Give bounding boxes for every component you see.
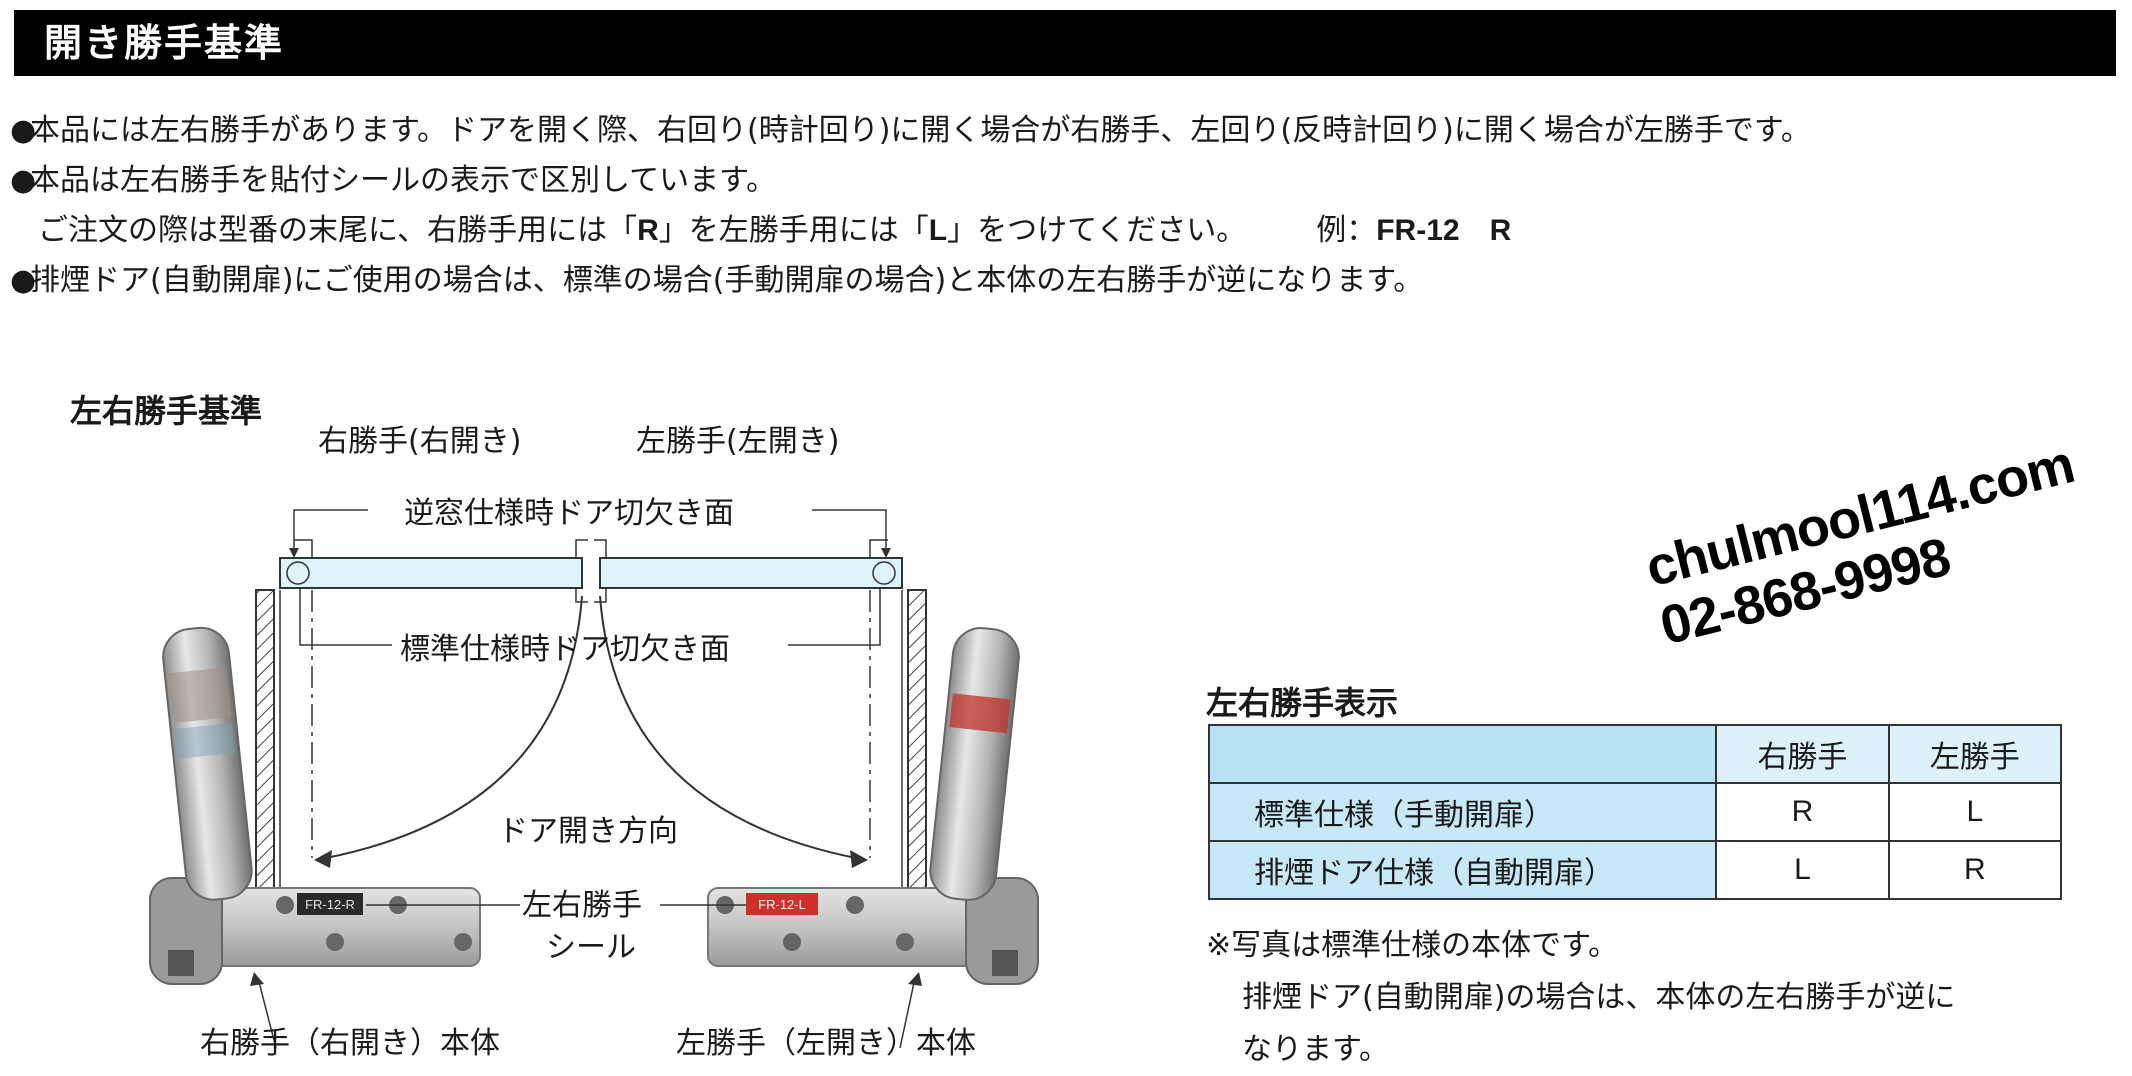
arrow-icon — [850, 850, 868, 868]
diagram-title: 左右勝手基準 — [70, 392, 263, 430]
arrow-icon — [314, 850, 332, 868]
wall-hatch — [907, 589, 927, 901]
table-header-right: 右勝手 — [1715, 724, 1890, 784]
leader-line — [788, 588, 881, 646]
arrow-icon — [881, 548, 891, 558]
wall-hatch — [255, 589, 275, 901]
left-hand-closer-body — [707, 627, 1039, 985]
leader-line — [812, 509, 887, 552]
bullet-item: ●排煙ドア(自動開扉)にご使用の場合は、標準の場合(手動開扉の場合)と本体の左右… — [10, 256, 2120, 306]
right-hand-closer-body — [149, 626, 481, 985]
cutout-bracket — [294, 539, 313, 558]
bullet-icon: ● — [10, 263, 37, 298]
table-cell: L — [1715, 840, 1890, 900]
table-corner-cell — [1207, 724, 1718, 784]
note-line: ※写真は標準仕様の本体です。 — [1206, 928, 1619, 963]
seal-label: シール — [546, 930, 636, 965]
arrow-icon — [908, 972, 922, 986]
table-row-label: 標準仕様（手動開扉） — [1207, 782, 1718, 842]
note-line: なります。 — [1242, 1032, 1389, 1067]
table-row: 排煙ドア仕様（自動開扉） L R — [1207, 840, 2063, 900]
leader-line — [899, 977, 916, 1049]
photo-note: ※写真は標準仕様の本体です。 排煙ドア(自動開扉)の場合は、本体の左右勝手が逆に… — [1206, 920, 1955, 1076]
left-pivot-icon — [872, 561, 896, 585]
leader-line — [293, 509, 368, 552]
order-instruction: ご注文の際は型番の末尾に、右勝手用には「R」を左勝手用には「L」をつけてください… — [10, 206, 2120, 256]
leader-line — [257, 977, 277, 1049]
right-hand-body-label: 右勝手（右開き）本体 — [200, 1026, 500, 1061]
left-hand-seal — [746, 893, 818, 915]
door-diagram-svg: FR-12-R FR-12-L — [149, 509, 1039, 1049]
table-header-row: 右勝手 左勝手 — [1207, 724, 2063, 784]
table-header-left: 左勝手 — [1887, 724, 2063, 784]
note-line: 排煙ドア(自動開扉)の場合は、本体の左右勝手が逆に — [1242, 980, 1956, 1015]
order-example: 例：FR-12 R — [1316, 213, 1512, 248]
table-row-label: 排煙ドア仕様（自動開扉） — [1207, 840, 1718, 900]
left-hand-label: 左勝手(左開き) — [636, 424, 840, 459]
right-pivot-icon — [286, 561, 310, 585]
left-hand-body-label: 左勝手（左開き）本体 — [676, 1026, 976, 1061]
right-hand-label: 右勝手(右開き) — [318, 424, 522, 459]
left-hand-seal-text: FR-12-L — [758, 897, 806, 912]
bullet-list: ●本品には左右勝手があります。ドアを開く際、右回り(時計回り)に開く場合が右勝手… — [10, 106, 2120, 306]
cutout-bracket — [869, 539, 888, 558]
leader-line — [299, 588, 392, 646]
seal-label: 左右勝手 — [522, 888, 642, 923]
swing-arc — [599, 595, 857, 859]
right-hand-seal-text: FR-12-R — [305, 897, 355, 912]
standard-cutout-label: 標準仕様時ドア切欠き面 — [400, 632, 730, 667]
bullet-item: ●本品には左右勝手があります。ドアを開く際、右回り(時計回り)に開く場合が右勝手… — [10, 106, 2120, 156]
handing-table-title: 左右勝手表示 — [1206, 684, 1399, 722]
table-row: 標準仕様（手動開扉） R L — [1207, 782, 2063, 842]
watermark: chulmool114.com 02-868-9998 — [1640, 434, 2094, 656]
table-cell: R — [1715, 782, 1890, 842]
handing-table: 右勝手 左勝手 標準仕様（手動開扉） R L 排煙ドア仕様（自動開扉） L R — [1207, 724, 2063, 900]
open-direction-label: ドア開き方向 — [498, 814, 678, 849]
cutout-bracket — [575, 539, 607, 558]
reverse-window-cutout-label: 逆窓仕様時ドア切欠き面 — [404, 496, 734, 531]
bullet-icon: ● — [10, 113, 37, 148]
handing-diagram: FR-12-R FR-12-L 左右勝手基準 右勝手(右開き) 左勝手(左開き) — [0, 340, 1100, 1062]
arrow-icon — [250, 972, 264, 986]
bullet-icon: ● — [10, 163, 37, 198]
right-hand-door-leaf — [279, 557, 583, 589]
section-header: 開き勝手基準 — [14, 10, 2116, 76]
arrow-icon — [289, 548, 299, 558]
table-cell: R — [1887, 840, 2063, 900]
section-title: 開き勝手基準 — [44, 21, 285, 65]
left-hand-door-leaf — [599, 557, 903, 589]
bullet-item: ●本品は左右勝手を貼付シールの表示で区別しています。 — [10, 156, 2120, 206]
swing-arc — [325, 595, 583, 859]
table-cell: L — [1887, 782, 2063, 842]
cutout-bracket — [575, 588, 607, 603]
right-hand-seal — [297, 893, 363, 915]
